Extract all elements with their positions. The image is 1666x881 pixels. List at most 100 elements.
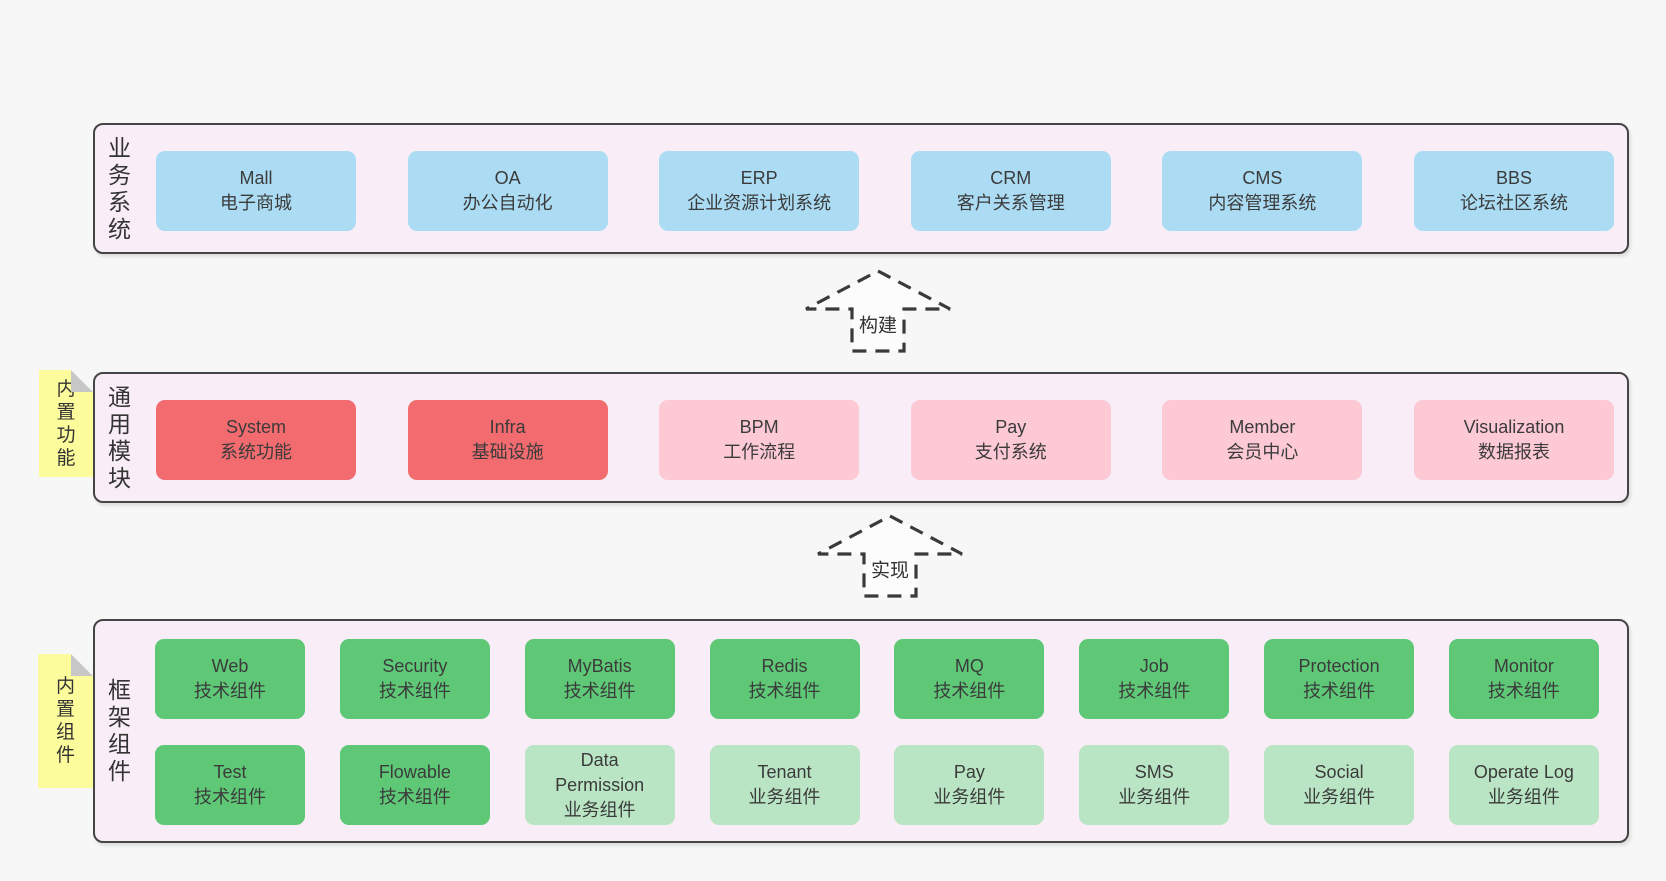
box-subtitle: 基础设施 — [471, 442, 544, 462]
built-in-functions-note: 内置功能 — [39, 370, 93, 477]
module-box-pay: Pay 支付系统 — [910, 400, 1111, 480]
box-title: ERP — [740, 168, 778, 188]
component-box-web: Web 技术组件 — [155, 639, 305, 719]
box-title: Infra — [489, 417, 526, 437]
built-in-components-note: 内置组件 — [38, 654, 93, 788]
box-title: Tenant — [757, 762, 812, 782]
component-box-mq: MQ 技术组件 — [894, 639, 1045, 719]
component-box-tenant: Tenant 业务组件 — [709, 745, 860, 825]
common-modules-label: 通用模块 — [108, 383, 131, 491]
box-subtitle: 技术组件 — [1487, 681, 1560, 701]
box-subtitle: 办公自动化 — [462, 193, 553, 213]
note-text: 内置功能 — [56, 378, 76, 469]
component-box-flowable: Flowable 技术组件 — [339, 745, 490, 825]
build-up-arrow-icon: 构建 — [798, 268, 958, 354]
box-subtitle: 工作流程 — [723, 442, 796, 462]
box-title: CMS — [1242, 168, 1283, 188]
box-title: BBS — [1495, 168, 1532, 188]
component-box-test: Test 技术组件 — [155, 745, 305, 825]
box-title: Monitor — [1493, 656, 1554, 676]
framework-components-row-2: Test 技术组件 Flowable 技术组件 Data Permission … — [155, 745, 1599, 825]
box-subtitle: 技术组件 — [194, 787, 266, 807]
component-box-sms: SMS 业务组件 — [1079, 745, 1230, 825]
box-subtitle: 会员中心 — [1226, 442, 1299, 462]
box-title: CRM — [990, 168, 1032, 188]
component-box-mybatis: MyBatis 技术组件 — [524, 639, 675, 719]
box-title: Pay — [995, 417, 1027, 437]
business-box-mall: Mall 电子商城 — [156, 151, 356, 231]
business-systems-row: Mall 电子商城 OA 办公自动化 ERP 企业资源计划系统 CRM 客户关系… — [156, 151, 1614, 231]
build-arrow-label: 构建 — [854, 309, 902, 339]
box-subtitle: 业务组件 — [748, 787, 821, 807]
box-title: Job — [1139, 656, 1169, 676]
box-subtitle: 技术组件 — [194, 681, 266, 701]
box-title: System — [225, 417, 286, 437]
framework-components-row-1: Web 技术组件 Security 技术组件 MyBatis 技术组件 Redi… — [155, 639, 1599, 719]
business-box-oa: OA 办公自动化 — [407, 151, 608, 231]
implement-arrow-label: 实现 — [866, 554, 914, 584]
component-box-operate-log: Operate Log 业务组件 — [1448, 745, 1599, 825]
box-title: Web — [211, 656, 249, 676]
box-title: MyBatis — [567, 656, 632, 676]
box-subtitle: 客户关系管理 — [956, 193, 1065, 213]
module-box-infra: Infra 基础设施 — [407, 400, 608, 480]
box-title: SMS — [1134, 762, 1174, 782]
component-box-security: Security 技术组件 — [339, 639, 490, 719]
box-title: Security — [382, 656, 448, 676]
folded-corner-icon — [71, 370, 93, 392]
business-box-bbs: BBS 论坛社区系统 — [1413, 151, 1614, 231]
box-subtitle: 企业资源计划系统 — [687, 193, 832, 213]
box-subtitle: 数据报表 — [1477, 442, 1550, 462]
folded-corner-icon — [71, 654, 93, 676]
framework-components-label: 框架组件 — [108, 677, 131, 784]
box-subtitle: 技术组件 — [748, 681, 821, 701]
box-subtitle: 支付系统 — [974, 442, 1047, 462]
box-title: Visualization — [1463, 417, 1565, 437]
box-title: Protection — [1298, 656, 1380, 676]
box-title: Operate Log — [1473, 762, 1574, 782]
box-title: MQ — [954, 656, 984, 676]
box-subtitle: 论坛社区系统 — [1459, 193, 1568, 213]
box-subtitle: 电子商城 — [220, 193, 292, 213]
box-title: Redis — [761, 656, 808, 676]
component-box-job: Job 技术组件 — [1079, 639, 1230, 719]
box-subtitle: 技术组件 — [1303, 681, 1376, 701]
component-box-redis: Redis 技术组件 — [709, 639, 860, 719]
box-subtitle: 业务组件 — [933, 787, 1006, 807]
common-modules-row: System 系统功能 Infra 基础设施 BPM 工作流程 Pay 支付系统… — [156, 400, 1614, 480]
box-title: Social — [1314, 762, 1364, 782]
box-subtitle: 内容管理系统 — [1208, 193, 1317, 213]
box-title: Pay — [953, 762, 985, 782]
box-subtitle: 技术组件 — [378, 787, 451, 807]
module-box-visualization: Visualization 数据报表 — [1413, 400, 1614, 480]
business-systems-panel: 业务系统 Mall 电子商城 OA 办公自动化 ERP 企业资源计划系统 CRM… — [93, 123, 1629, 254]
component-box-data-permission: Data Permission 业务组件 — [524, 745, 675, 825]
box-subtitle: 技术组件 — [563, 681, 636, 701]
box-subtitle: 业务组件 — [1118, 787, 1191, 807]
business-box-cms: CMS 内容管理系统 — [1162, 151, 1363, 231]
box-title: Flowable — [378, 762, 451, 782]
box-subtitle: 技术组件 — [378, 681, 451, 701]
business-box-erp: ERP 企业资源计划系统 — [659, 151, 860, 231]
box-subtitle: 技术组件 — [933, 681, 1006, 701]
box-subtitle: 业务组件 — [1487, 787, 1560, 807]
framework-components-panel: 框架组件 Web 技术组件 Security 技术组件 MyBatis 技术组件… — [93, 619, 1629, 843]
module-box-system: System 系统功能 — [156, 400, 356, 480]
box-subtitle: 技术组件 — [1118, 681, 1191, 701]
box-title: Member — [1229, 417, 1296, 437]
implement-up-arrow-icon: 实现 — [810, 513, 970, 599]
module-box-member: Member 会员中心 — [1162, 400, 1363, 480]
business-systems-label: 业务系统 — [108, 134, 131, 242]
box-subtitle: 业务组件 — [563, 799, 636, 820]
business-box-crm: CRM 客户关系管理 — [910, 151, 1111, 231]
component-box-protection: Protection 技术组件 — [1264, 639, 1415, 719]
module-box-bpm: BPM 工作流程 — [659, 400, 860, 480]
note-text: 内置组件 — [55, 676, 75, 766]
box-title: BPM — [739, 417, 779, 437]
component-box-social: Social 业务组件 — [1264, 745, 1415, 825]
box-title: Mall — [239, 168, 273, 188]
box-subtitle: 业务组件 — [1303, 787, 1376, 807]
component-box-monitor: Monitor 技术组件 — [1448, 639, 1599, 719]
component-box-pay: Pay 业务组件 — [894, 745, 1045, 825]
